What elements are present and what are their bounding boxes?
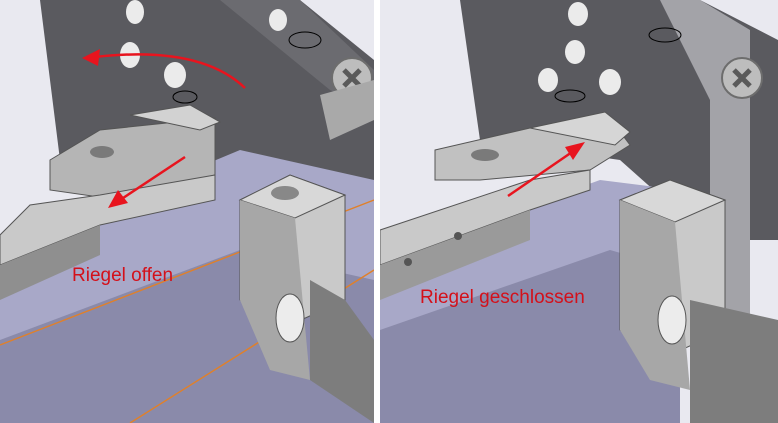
caption-latch-closed: Riegel geschlossen [420, 287, 585, 308]
latch-screw-hole [90, 146, 114, 158]
locking-block-hole [271, 186, 299, 200]
tongue-pin-hole [454, 232, 462, 240]
plate-hole [164, 62, 186, 88]
rotation-arrow [94, 53, 246, 89]
slide-arrow-head-icon [108, 190, 128, 208]
slide-arrow [119, 155, 186, 202]
plate-hole [568, 2, 588, 26]
plate-hole [599, 69, 621, 95]
latch-lever [129, 104, 222, 131]
rotation-arrow-head-icon [82, 49, 100, 66]
caption-latch-open: Riegel offen [72, 265, 174, 286]
square-tube-side [380, 250, 680, 423]
locking-block-shadow [310, 280, 374, 423]
plate-hole-outline [288, 31, 322, 49]
tongue-pin-hole [404, 258, 412, 266]
latch-open-view: Riegel offen [0, 0, 374, 423]
phillips-slot-icon [342, 68, 362, 88]
locking-block-shadow [690, 300, 778, 423]
latch-tongue-side [0, 225, 100, 300]
latch-tongue-side [380, 210, 530, 300]
plate-hole [126, 0, 144, 24]
plate-hole-outline [648, 27, 682, 43]
panel-divider [374, 0, 380, 423]
latch-closed-drawing [380, 0, 778, 423]
plate-hole [565, 40, 585, 64]
latch-closed-view: Riegel geschlossen [380, 0, 778, 423]
latch-screw-hole [471, 149, 499, 161]
latch-open-drawing [0, 0, 374, 423]
pivot-hole [275, 293, 305, 343]
pivot-hole [657, 295, 687, 345]
screw-bracket [320, 80, 374, 140]
phillips-slot-icon [732, 68, 752, 88]
slide-arrow [507, 148, 576, 198]
slide-arrow-head-icon [565, 142, 585, 160]
locking-block-top [618, 179, 727, 223]
plate-hole [538, 68, 558, 92]
plate-hole-outline [172, 90, 198, 104]
plate-hole-outline [554, 89, 586, 103]
latch-lever [529, 111, 631, 146]
plate-hole [269, 9, 287, 31]
